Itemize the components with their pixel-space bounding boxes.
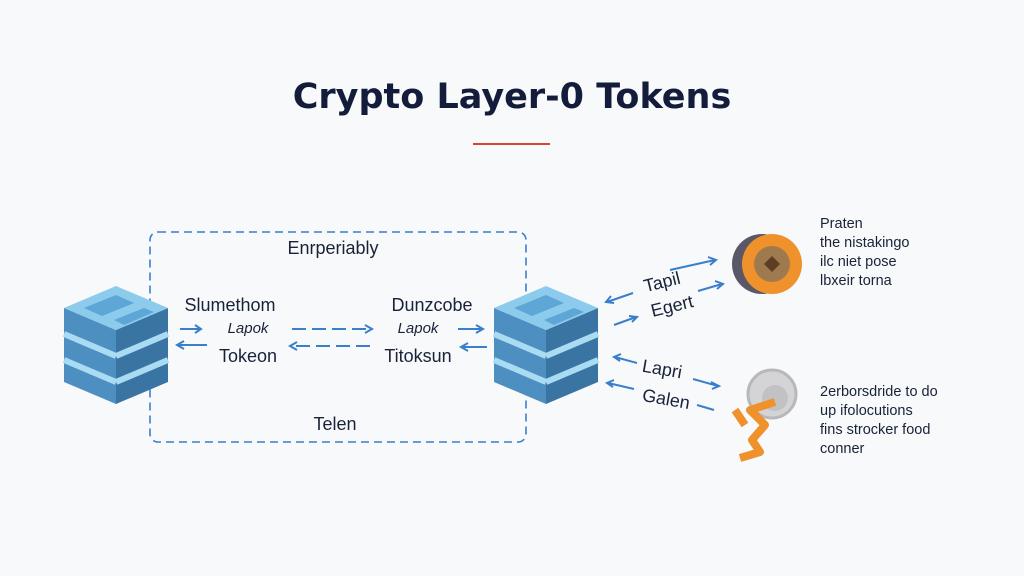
coin-icon (732, 234, 802, 294)
upper-link-arrows (604, 256, 725, 326)
box-arrows (174, 324, 487, 352)
box-top-label: Enrperiably (287, 238, 378, 258)
upper-note-line: the nistakingo (820, 235, 909, 251)
upper-note-line: lbxeir torna (820, 273, 893, 289)
upper-link-label-2: Egert (649, 291, 696, 321)
lower-note: 2erborsdride to do up ifolocutions fins … (820, 384, 938, 457)
page-title: Crypto Layer-0 Tokens (293, 77, 732, 117)
lower-link-label-2: Galen (641, 385, 692, 413)
runner-icon (731, 368, 798, 462)
lower-note-line: up ifolocutions (820, 403, 913, 419)
right-cube-icon (494, 286, 598, 404)
lower-link-label-1: Lapri (641, 356, 684, 383)
lower-link-arrows (604, 353, 722, 411)
left-cube-icon (64, 286, 168, 404)
upper-link-label-1: Tapil (642, 268, 683, 296)
lower-note-line: conner (820, 441, 865, 457)
dashed-group-box (149, 231, 527, 443)
right-node-sub: Lapok (398, 320, 440, 337)
left-node-name: Slumethom (184, 295, 275, 315)
right-node-name: Dunzcobe (391, 295, 472, 315)
left-node-token: Tokeon (219, 346, 277, 366)
upper-note-line: ilc niet pose (820, 254, 897, 270)
upper-note-line: Praten (820, 216, 863, 232)
left-node-sub: Lapok (228, 320, 270, 337)
upper-note: Praten the nistakingo ilc niet pose lbxe… (820, 216, 909, 289)
lower-note-line: 2erborsdride to do (820, 384, 938, 400)
right-node-token: Titoksun (384, 346, 451, 366)
box-bottom-label: Telen (313, 414, 356, 434)
lower-note-line: fins strocker food (820, 422, 930, 438)
